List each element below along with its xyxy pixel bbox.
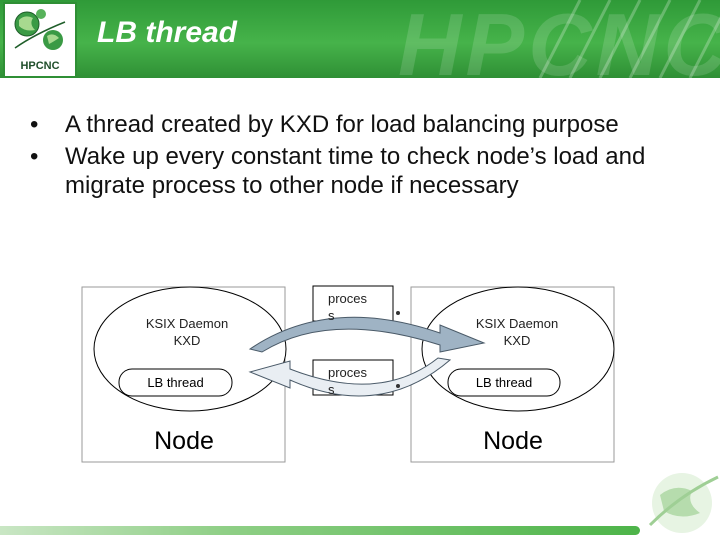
left-node-label: Node <box>154 427 214 455</box>
header-watermark: HPCNC <box>398 0 720 78</box>
logo-text: HPCNC <box>20 60 60 72</box>
bullet-list: • A thread created by KXD for load balan… <box>30 110 670 203</box>
footer-bar <box>0 526 640 535</box>
arrow-right-curved <box>248 316 486 353</box>
left-lb-thread-box <box>118 368 233 397</box>
bullet-item: • A thread created by KXD for load balan… <box>30 110 670 140</box>
footer-globe-icon <box>648 473 719 533</box>
bullet-text: A thread created by KXD for load balanci… <box>65 111 619 138</box>
left-lb-thread-label: LB thread <box>147 375 204 390</box>
globe-icon <box>14 9 66 50</box>
left-daemon-line2: KXD <box>173 333 201 348</box>
process-dot <box>396 311 400 315</box>
right-lb-thread-box <box>447 368 561 397</box>
process-bottom-line1: proces <box>328 365 368 380</box>
bullet-item: • Wake up every constant time to check n… <box>30 142 670 201</box>
process-dot <box>396 384 400 388</box>
right-lb-thread-label: LB thread <box>475 375 533 390</box>
arrow-left-curved <box>248 357 452 397</box>
header-bar: HPCNC <box>0 0 720 78</box>
slide-title: LB thread <box>97 16 238 49</box>
bullet-dot: • <box>30 111 39 138</box>
process-box-top <box>312 285 394 322</box>
right-daemon-line1: KSIX Daemon <box>475 316 559 331</box>
left-daemon-line1: KSIX Daemon <box>145 316 229 331</box>
header-decoration <box>538 0 720 78</box>
bullet-text: Wake up every constant time to check nod… <box>65 142 646 200</box>
process-label-top: proces s <box>328 290 367 324</box>
bullet-dot: • <box>30 142 39 170</box>
process-label-bottom: proces s <box>328 364 367 398</box>
left-daemon-label: KSIX Daemon KXD <box>128 315 246 349</box>
right-node-label: Node <box>483 427 543 455</box>
process-top-line1: proces <box>328 291 368 306</box>
right-daemon-line2: KXD <box>503 333 531 348</box>
process-top-line2: s <box>328 308 335 323</box>
right-daemon-label: KSIX Daemon KXD <box>458 315 576 349</box>
hpcnc-logo: HPCNC <box>3 2 77 78</box>
process-bottom-line2: s <box>328 382 335 397</box>
